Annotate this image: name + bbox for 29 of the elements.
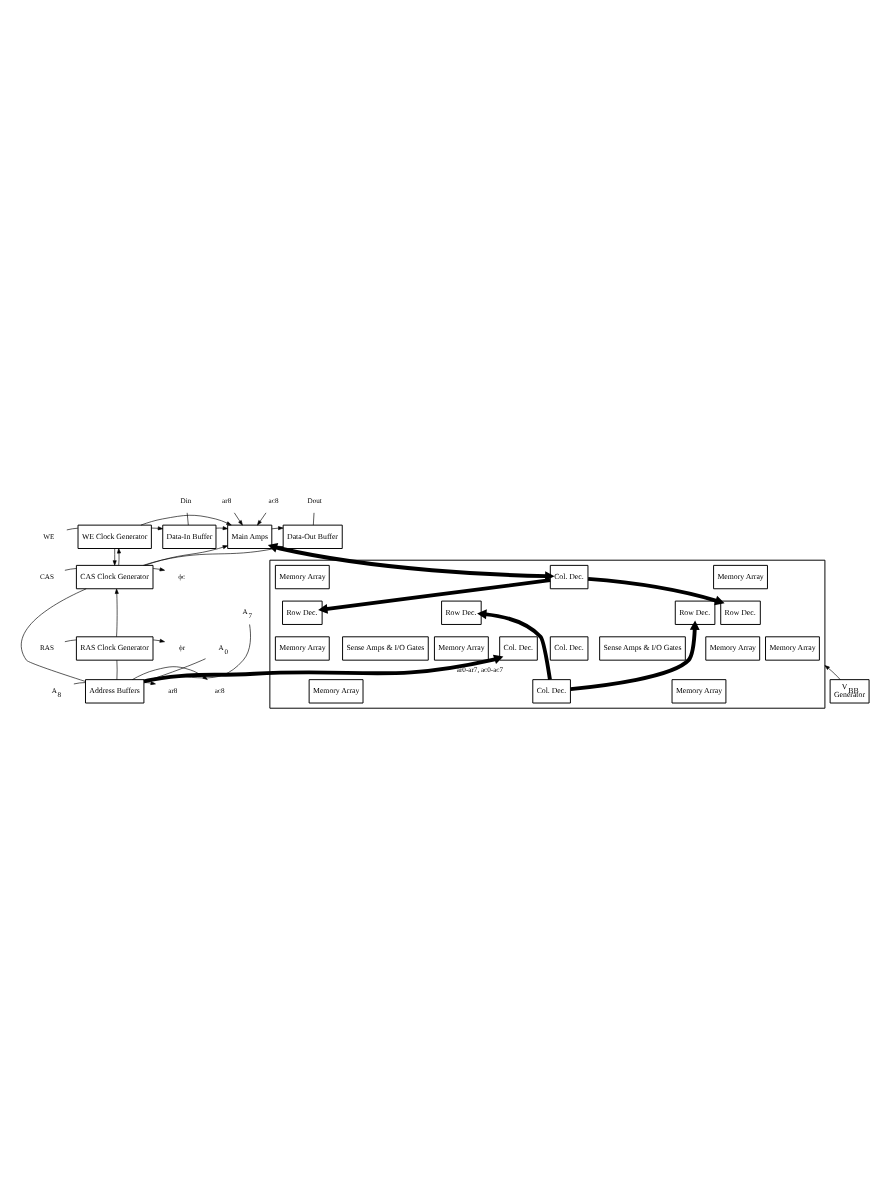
arrow [144, 545, 228, 566]
arrow [267, 543, 555, 582]
connector [73, 682, 86, 685]
arrow [234, 512, 243, 526]
connector [66, 527, 79, 531]
cluster [269, 559, 826, 709]
connector [64, 568, 77, 571]
arrow [257, 512, 267, 526]
connector [20, 588, 87, 682]
connector [313, 512, 315, 526]
arrow [143, 545, 284, 566]
arrow [824, 665, 841, 680]
arrow [271, 526, 284, 531]
arrow [570, 620, 700, 692]
connector [64, 639, 77, 643]
arrow [477, 609, 552, 680]
arrow [152, 638, 165, 643]
connector [186, 512, 189, 526]
connector [116, 659, 118, 680]
arrow [114, 588, 119, 637]
arrow [117, 548, 121, 566]
arrow [132, 666, 208, 680]
arrow [151, 526, 164, 531]
arrow [152, 567, 165, 572]
arrow [140, 514, 232, 526]
arrow [318, 578, 551, 614]
arrow [215, 526, 228, 531]
arrow [587, 576, 725, 606]
arrow [112, 548, 117, 566]
